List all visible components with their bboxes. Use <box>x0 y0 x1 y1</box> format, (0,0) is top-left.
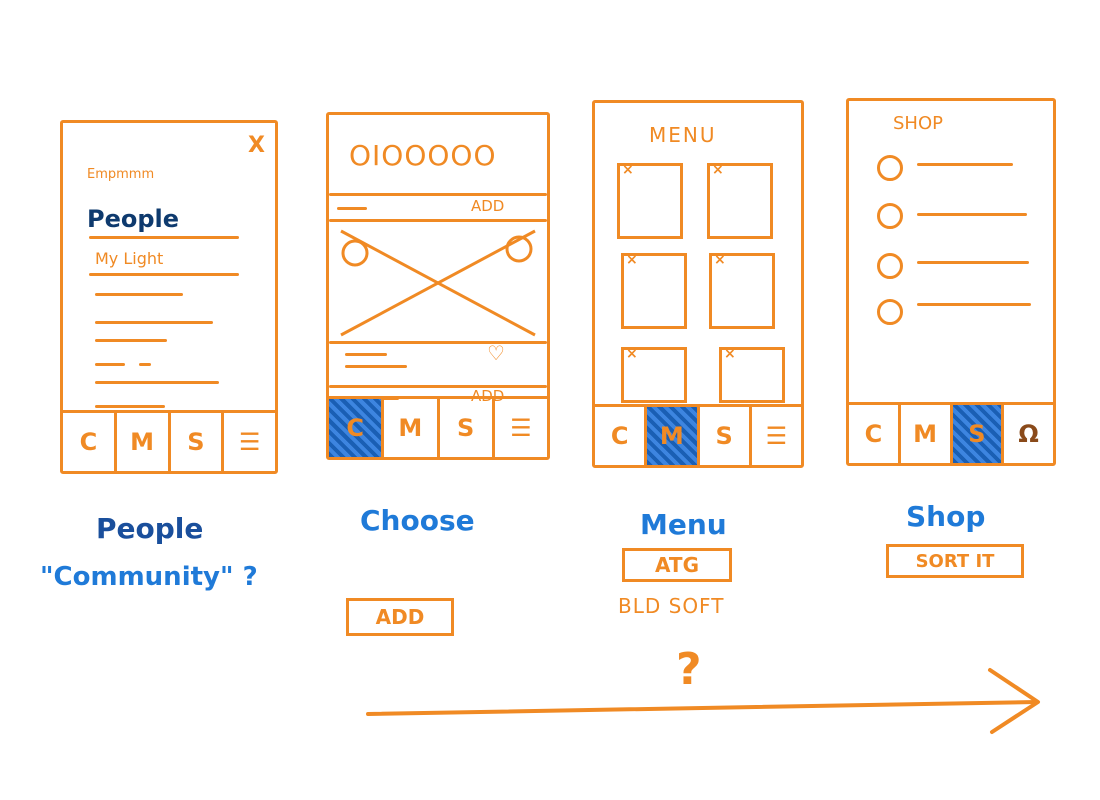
tab-item[interactable]: M <box>381 399 436 457</box>
tab-item[interactable]: M <box>113 413 168 471</box>
caption-people-note: "Community" ? <box>40 562 258 592</box>
menu-note: BLD SOFT <box>618 594 725 618</box>
text-line <box>95 293 183 296</box>
tab-item[interactable]: S <box>949 405 1002 463</box>
tab-item[interactable]: S <box>696 407 749 465</box>
menu-tile[interactable]: × <box>621 252 687 329</box>
tab-menu[interactable]: ☰ <box>221 413 275 471</box>
divider <box>329 219 547 222</box>
list-item-line <box>917 213 1027 216</box>
list-item-line <box>917 261 1029 264</box>
tab-item[interactable]: M <box>644 407 697 465</box>
text-line <box>345 353 387 356</box>
list-bullet[interactable] <box>877 299 903 325</box>
tab-menu[interactable]: ☰ <box>491 399 547 457</box>
caption-menu: Menu <box>640 508 727 541</box>
tab-item[interactable]: Ω <box>1001 405 1053 463</box>
caption-people: People <box>96 512 204 545</box>
text-line <box>95 363 125 366</box>
tab-menu[interactable]: ☰ <box>748 407 801 465</box>
menu-title: MENU <box>649 123 717 147</box>
divider <box>329 193 547 196</box>
divider <box>329 385 547 388</box>
menu-tile[interactable]: × <box>617 162 683 239</box>
tab-item[interactable]: C <box>79 428 98 456</box>
menu-tile[interactable]: × <box>709 252 775 329</box>
text-line <box>95 405 165 408</box>
close-icon[interactable]: X <box>248 133 265 158</box>
heart-icon[interactable]: ♡ <box>487 341 505 365</box>
tab-item[interactable]: C <box>864 420 883 448</box>
text-line <box>139 363 151 366</box>
text-line <box>95 339 167 342</box>
caption-choose: Choose <box>360 504 475 537</box>
people-subtitle: My Light <box>95 249 164 268</box>
small-label: Empmmm <box>87 167 155 182</box>
tab-item[interactable]: C <box>329 399 382 457</box>
timeline-arrow <box>366 668 1040 734</box>
list-bullet[interactable] <box>877 203 903 229</box>
list-item-line <box>917 303 1031 306</box>
choose-add-box: ADD <box>346 598 454 636</box>
list-item-line <box>917 163 1013 166</box>
image-placeholder <box>340 229 536 337</box>
caption-shop: Shop <box>906 500 986 533</box>
tab-item[interactable]: S <box>436 399 492 457</box>
text-line <box>95 381 219 384</box>
tab-item[interactable]: M <box>897 405 950 463</box>
divider <box>329 341 547 344</box>
menu-tile[interactable]: × <box>621 346 687 403</box>
tab-item[interactable]: C <box>610 422 629 450</box>
text-line <box>95 321 213 324</box>
menu-tile[interactable]: × <box>719 346 785 403</box>
people-title: People <box>87 205 180 233</box>
menu-tile[interactable]: × <box>707 162 773 239</box>
tab-item[interactable]: S <box>167 413 222 471</box>
header-text: OIOOOOO <box>349 139 497 172</box>
divider <box>89 236 239 239</box>
shop-sort-box: SORT IT <box>886 544 1024 578</box>
list-bullet[interactable] <box>877 155 903 181</box>
menu-atg-box: ATG <box>622 548 732 582</box>
text-line <box>345 365 407 368</box>
list-bullet[interactable] <box>877 253 903 279</box>
add-button-top[interactable]: ADD <box>471 197 505 215</box>
divider <box>89 273 239 276</box>
text-line <box>337 207 367 210</box>
timeline-marker: ? <box>676 644 702 695</box>
shop-title: SHOP <box>893 113 943 134</box>
